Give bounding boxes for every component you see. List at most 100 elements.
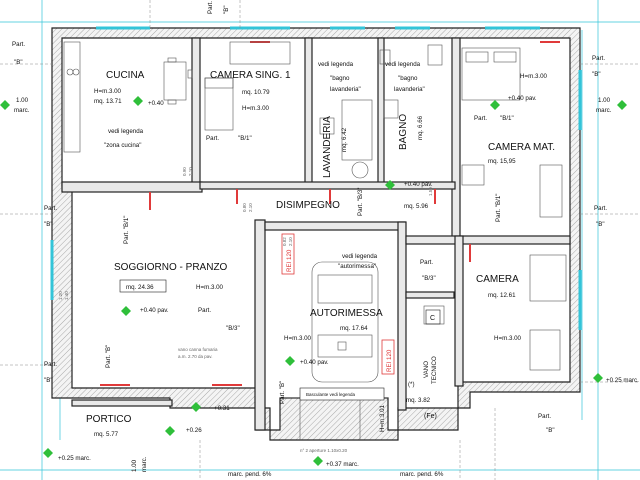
room-note: vedi legenda: [385, 61, 421, 68]
marc-label: 1.00: [598, 97, 611, 104]
room-name: CAMERA SING. 1: [210, 70, 291, 81]
dim-label: 1.20: [58, 291, 63, 300]
dim-label: 0.80: [242, 203, 247, 212]
room-area: mq. 3.82: [406, 397, 431, 404]
part-label: "B": [14, 59, 23, 66]
part-label: "B/1": [238, 135, 252, 142]
rei-label-box: [281, 233, 295, 275]
room-name: AUTORIMESSA: [310, 308, 383, 319]
room-soggiorno: SOGGIORNO - PRANZO mq. 24.36 H=m.3.00 +0…: [105, 216, 240, 368]
part-label: Part. "B": [105, 345, 112, 368]
part-label: "B/1": [500, 115, 514, 122]
room-disimpegno: DISIMPEGNO +0.40 pav. mq. 5.96 Part. "B/…: [276, 181, 433, 216]
room-note: a.m. 2.70 da pav.: [178, 354, 212, 359]
part-label: Part.: [474, 115, 487, 122]
room-note: lavanderia": [394, 86, 425, 93]
room-name: CUCINA: [106, 70, 145, 81]
interior-walls: [61, 37, 571, 431]
marc-label: marc.: [141, 456, 148, 472]
level-marker-icon: [285, 356, 295, 366]
part-label: Part.: [44, 361, 57, 368]
level-marker-icon: [0, 100, 10, 110]
level-marker-icon: [313, 456, 323, 466]
basculante-box: [299, 387, 385, 401]
part-label: Part.: [198, 307, 211, 314]
level-label: +0.40 pav.: [300, 359, 329, 366]
part-label: "B/3": [226, 325, 240, 332]
part-label: Part.: [594, 205, 607, 212]
part-label: Part.: [592, 55, 605, 62]
room-area: mq. 5.96: [404, 203, 429, 210]
room-name: VANO: [423, 361, 430, 378]
room-vano-tecnico: C VANO TECNICO (*) mq. 3.82 (Fe): [406, 309, 441, 420]
c-box: [425, 309, 441, 325]
room-note: vedi legenda: [108, 128, 144, 135]
part-label: "B": [44, 221, 53, 228]
part-label: Part. "B/1": [495, 194, 502, 222]
part-label: Part. "B": [279, 381, 286, 404]
part-label: "B": [223, 5, 230, 14]
room-name: CAMERA: [476, 274, 519, 285]
car-outline: [311, 261, 379, 383]
part-label: "B": [546, 427, 555, 434]
slope-label: marc. pend. 6%: [228, 471, 272, 478]
height-label: H=m.3.01: [379, 404, 386, 432]
level-marker-icon: [617, 100, 627, 110]
level-label: +0.25 marc.: [58, 455, 91, 462]
marc-label: marc.: [14, 107, 30, 114]
level-label: +0.31: [214, 405, 230, 412]
room-name: SOGGIORNO - PRANZO: [114, 262, 228, 273]
room-area: mq. 13.71: [94, 98, 122, 105]
part-label: "B/3": [422, 275, 436, 282]
room-camera: CAMERA mq. 12.61 H=m.3.00 Part. "B/3": [420, 259, 522, 342]
room-note: vedi legenda: [318, 61, 354, 68]
level-marker-icon: [385, 180, 395, 190]
slope-label: marc. pend. 6%: [400, 471, 444, 478]
note-star: (*): [408, 381, 415, 388]
room-portico: PORTICO mq. 5.77 +0.31 +0.26: [86, 405, 230, 438]
room-area: mq. 10.79: [242, 89, 270, 96]
room-area: mq. 12.61: [488, 292, 516, 299]
room-note: lavanderia": [330, 86, 361, 93]
marc-label: 1.00: [16, 97, 29, 104]
room-bagno: vedi legenda "bagno lavanderia" BAGNO mq…: [385, 61, 425, 150]
basculante-label: Basculante vedi legenda: [306, 392, 356, 397]
rei-label: REI 120: [286, 249, 293, 272]
level-marker-icon: [191, 402, 201, 412]
part-label: Part.: [206, 135, 219, 142]
room-name: BAGNO: [398, 114, 409, 150]
room-height: H=m.3.00: [196, 284, 224, 291]
room-height: H=m.3.00: [242, 105, 270, 112]
dim-label: 2.10: [248, 203, 253, 212]
room-name: CAMERA MAT.: [488, 142, 555, 153]
level-marker-icon: [121, 306, 131, 316]
room-camera-mat: H=m.3.00 +0.40 pav. Part. "B/1" CAMERA M…: [474, 73, 555, 222]
fe-label: (Fe): [424, 413, 437, 420]
dim-label: 0.82: [282, 237, 287, 246]
level-marker-icon: [490, 100, 500, 110]
room-note: vano canna fumaria: [178, 347, 218, 352]
room-name: TECNICO: [431, 356, 438, 384]
dim-label: 1.40: [64, 291, 69, 300]
perimeter-labels: Part. "B" Part. "B" 1.00 marc. 1.00 marc…: [12, 1, 639, 478]
part-label: Part.: [44, 205, 57, 212]
door-dimensions: 0.90 2.10 0.80 2.10 1.20 1.40 1.50 0.82 …: [58, 167, 433, 300]
level-markers: [0, 96, 627, 466]
room-note: "autorimessa": [338, 263, 376, 270]
rei-label-box: [381, 339, 395, 375]
c-label: C: [430, 315, 435, 322]
level-label: +0.26: [186, 427, 202, 434]
room-area: mq. 6.66: [417, 115, 424, 140]
room-area: mq. 17.64: [340, 325, 368, 332]
part-label: Part. "B/1": [123, 216, 130, 244]
exterior-walls: [51, 27, 581, 441]
level-marker-icon: [165, 426, 175, 436]
dim-label: 0.90: [182, 167, 187, 176]
part-label: Part.: [420, 259, 433, 266]
room-area: mq. 15,95: [488, 158, 516, 165]
level-marker-icon: [593, 373, 603, 383]
room-camera-sing: CAMERA SING. 1 mq. 10.79 H=m.3.00 Part. …: [206, 70, 291, 142]
part-label: Part.: [207, 1, 214, 14]
room-note: "bagno: [398, 75, 418, 82]
